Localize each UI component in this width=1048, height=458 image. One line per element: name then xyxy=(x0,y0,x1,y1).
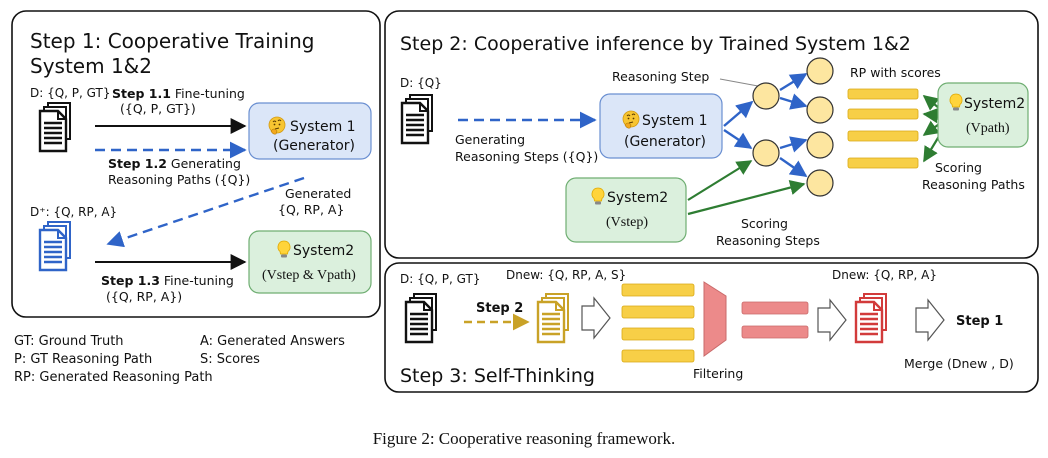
filtered-bars xyxy=(741,301,809,339)
legend-gt: GT: Ground Truth xyxy=(14,334,124,349)
rp-bars xyxy=(847,88,919,169)
step-score-arrows xyxy=(687,160,806,216)
system2-box xyxy=(248,230,372,294)
document-icon xyxy=(404,292,438,344)
document-icon-blue xyxy=(38,220,72,272)
step1-dataset-label: D: {Q, P, GT} xyxy=(30,86,111,100)
legend: GT: Ground Truth P: GT Reasoning Path RP… xyxy=(14,334,345,385)
legend-p: P: GT Reasoning Path xyxy=(14,352,152,367)
step11-sub: ({Q, P, GT}) xyxy=(120,101,196,116)
filtering-label: Filtering xyxy=(693,366,743,381)
document-icon xyxy=(38,101,72,153)
filter-icon xyxy=(703,281,727,357)
scoring-paths-sub: Reasoning Paths xyxy=(922,177,1025,192)
system2-step-sub: (Vstep) xyxy=(606,215,648,230)
generated-arrow xyxy=(106,176,305,248)
rp-scores-label: RP with scores xyxy=(850,65,941,80)
system2-label: System2 xyxy=(293,243,354,259)
document-icon xyxy=(400,93,434,145)
document-icon-red xyxy=(854,292,888,344)
merge-label: Merge (Dnew , D) xyxy=(904,356,1014,371)
system2-step-box xyxy=(565,177,687,243)
system1-sub: (Generator) xyxy=(624,134,706,150)
step3-step2-label: Step 2 xyxy=(476,301,523,316)
legend-rp: RP: Generated Reasoning Path xyxy=(14,370,213,385)
block-arrow xyxy=(581,296,611,340)
step3-dataset-label: D: {Q, P, GT} xyxy=(400,272,481,286)
scored-bars xyxy=(621,283,695,363)
system1-label: System 1 xyxy=(290,119,356,135)
scoring-paths-label: Scoring xyxy=(935,160,982,175)
gen-steps-label: Generating xyxy=(455,132,525,147)
system2-sub: (Vstep & Vpath) xyxy=(262,268,356,283)
step1-title-line1: Step 1: Cooperative Training xyxy=(30,29,314,53)
system2-step-label: System2 xyxy=(607,190,668,206)
step1-title-line2: System 1&2 xyxy=(30,54,152,78)
system1-box xyxy=(599,93,723,159)
step11-label: Step 1.1 Fine-tuning xyxy=(112,86,245,101)
system2-path-sub: (Vpath) xyxy=(966,121,1010,136)
step3-title: Step 3: Self-Thinking xyxy=(400,365,595,387)
step12-label: Step 1.2 Generating xyxy=(108,156,241,171)
step13-label: Step 1.3 Fine-tuning xyxy=(101,273,234,288)
step13-sub: ({Q, RP, A}) xyxy=(106,289,182,304)
scoring-steps-label: Scoring xyxy=(741,216,788,231)
scoring-steps-sub: Reasoning Steps xyxy=(716,233,820,248)
dplus-label: D⁺: {Q, RP, A} xyxy=(30,205,117,219)
reasoning-nodes xyxy=(752,57,834,197)
system1-label: System 1 xyxy=(642,113,708,129)
legend-s: S: Scores xyxy=(200,352,260,367)
block-arrow xyxy=(915,298,945,342)
system1-sub: (Generator) xyxy=(273,138,355,154)
step1-panel: Step 1: Cooperative Training System 1&2 … xyxy=(11,10,381,318)
step3-step1-label: Step 1 xyxy=(956,314,1003,329)
gen-steps-sub: Reasoning Steps ({Q}) xyxy=(455,149,598,164)
step12-sub: Reasoning Paths ({Q}) xyxy=(108,172,250,187)
block-arrow xyxy=(817,298,847,342)
dnew1-label: Dnew: {Q, RP, A, S} xyxy=(506,268,626,282)
generated-label: Generated xyxy=(285,186,351,201)
step3-panel: Step 3: Self-Thinking D: {Q, P, GT} Step… xyxy=(384,262,1039,393)
figure-caption: Figure 2: Cooperative reasoning framewor… xyxy=(373,429,676,448)
system2-path-label: System2 xyxy=(964,96,1025,112)
step2-dataset-label: D: {Q} xyxy=(400,76,442,90)
system2-path-box xyxy=(937,82,1029,148)
document-icon-gold xyxy=(536,292,570,344)
tree-arrows xyxy=(723,72,808,177)
step2-title: Step 2: Cooperative inference by Trained… xyxy=(400,33,911,55)
reasoning-step-label: Reasoning Step xyxy=(612,69,709,84)
generated-sub: {Q, RP, A} xyxy=(278,202,344,217)
step2-panel: Step 2: Cooperative inference by Trained… xyxy=(384,10,1039,259)
dnew2-label: Dnew: {Q, RP, A} xyxy=(832,268,937,282)
legend-a: A: Generated Answers xyxy=(200,334,345,349)
reasoning-step-pointer xyxy=(719,78,759,87)
